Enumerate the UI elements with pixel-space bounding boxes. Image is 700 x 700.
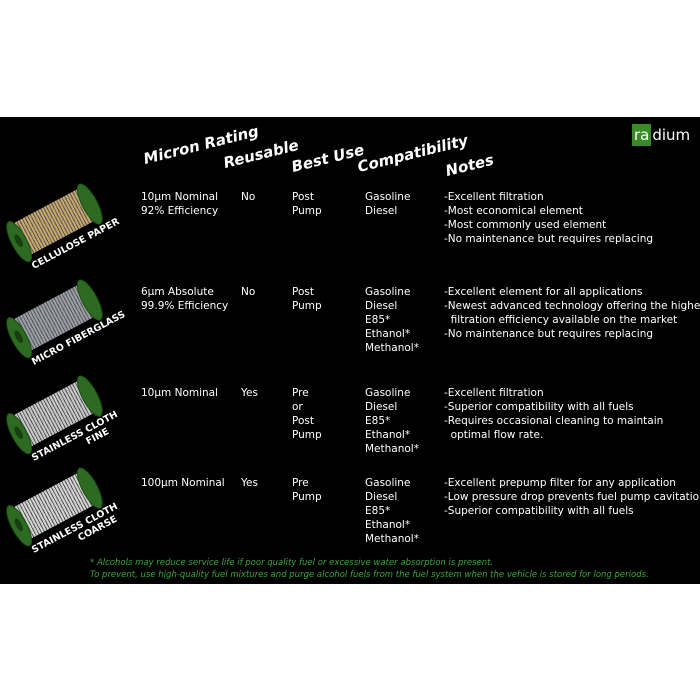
micron-rating: 10µm Nominal 92% Efficiency [141,190,218,218]
cell-line: Pump [292,300,322,312]
cell-line: Gasoline [365,477,411,489]
cell-line: Ethanol* [365,519,411,531]
cell-line: Methanol* [365,443,419,455]
reusable-value: Yes [241,477,258,489]
cell-line: E85* [365,505,391,517]
cell-line: Post [292,415,314,427]
micron-rating: 100µm Nominal [141,476,225,490]
cell-line: -Low pressure drop prevents fuel pump ca… [444,491,700,503]
cell-line: 100µm Nominal [141,477,225,489]
cell-line: Methanol* [365,533,419,545]
cell-line: -Newest advanced technology offering the… [444,300,700,312]
reusable-value: No [241,191,256,203]
reusable-value: Yes [241,387,258,399]
notes-list: -Excellent prepump filter for any applic… [444,476,700,518]
cell-line: -No maintenance but requires replacing [444,328,654,340]
cell-line: -Requires occasional cleaning to maintai… [444,415,664,427]
cell-line: Pump [292,491,322,503]
cell-line: E85* [365,415,391,427]
micron-rating: 10µm Nominal [141,386,218,400]
cell-line: -Most economical element [444,205,583,217]
cell-line: Pump [292,429,322,441]
cell-line: or [292,401,303,413]
cell-line: 6µm Absolute [141,286,214,298]
cell-line: Pump [292,205,322,217]
cell-line: Ethanol* [365,429,411,441]
micron-rating: 6µm Absolute 99.9% Efficiency [141,285,228,313]
footnote-line-2: To prevent, use high-quality fuel mixtur… [90,570,649,580]
notes-list: -Excellent element for all applications -… [444,285,700,341]
cell-line: Methanol* [365,342,419,354]
cell-line: 99.9% Efficiency [141,300,229,312]
notes-list: -Excellent filtration -Most economical el… [444,190,653,246]
chart-background [0,117,700,584]
cell-line: -Superior compatibility with all fuels [444,401,634,413]
cell-line: Pre [292,387,309,399]
cell-line: Pre [292,477,309,489]
cell-line: Post [292,286,314,298]
cell-line: -No maintenance but requires replacing [444,233,654,245]
cell-line: Gasoline [365,387,411,399]
cell-line: 92% Efficiency [141,205,219,217]
cell-line: -Most commonly used element [444,219,607,231]
cell-line: 10µm Nominal [141,387,219,399]
cell-line: Post [292,191,314,203]
cell-line: optimal flow rate. [444,429,544,441]
footnote-line-1: * Alcohols may reduce service life if po… [90,558,494,568]
cell-line: Diesel [365,205,398,217]
cell-line: Gasoline [365,286,411,298]
cell-line: Diesel [365,401,398,413]
cell-line: filtration efficiency available on the m… [444,314,678,326]
cell-line: -Superior compatibility with all fuels [444,505,634,517]
cell-line: Diesel [365,300,398,312]
cell-line: Gasoline [365,191,411,203]
notes-list: -Excellent filtration -Superior compatibi… [444,386,663,442]
cell-line: -Excellent element for all applications [444,286,643,298]
cell-line: 10µm Nominal [141,191,219,203]
reusable-value: No [241,286,256,298]
cell-line: Diesel [365,491,398,503]
cell-line: -Excellent filtration [444,387,544,399]
cell-line: -Excellent prepump filter for any applic… [444,477,676,489]
cell-line: Ethanol* [365,328,411,340]
cell-line: E85* [365,314,391,326]
cell-line: -Excellent filtration [444,191,544,203]
